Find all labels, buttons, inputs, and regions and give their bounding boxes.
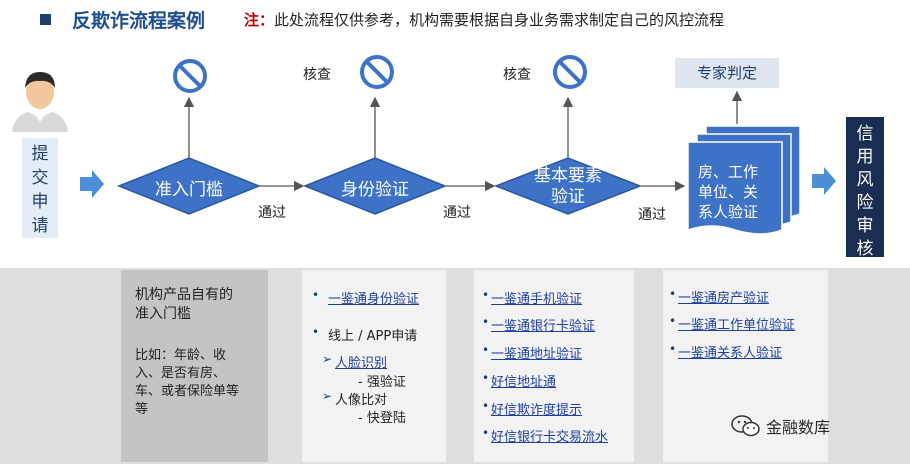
- prohibited-icon: [173, 59, 207, 93]
- link-haoxin-fraud[interactable]: 好信欺诈度提示: [491, 403, 583, 418]
- link-property-verification[interactable]: 一鉴通房产验证: [678, 291, 770, 306]
- link-bankcard-verification[interactable]: 一鉴通银行卡验证: [491, 319, 596, 334]
- arrow-right-icon: [80, 170, 104, 198]
- link-workplace-verification[interactable]: 一鉴通工作单位验证: [678, 318, 796, 333]
- check-label: 核查: [503, 67, 531, 83]
- bullet-icon: •: [482, 371, 490, 385]
- link-haoxin-bank-flow[interactable]: 好信银行卡交易流水: [491, 430, 609, 445]
- stage-basic-element-verification: 基本要素验证: [534, 166, 602, 207]
- person-icon: [12, 72, 68, 132]
- stage-property-work-contact-verification: 房、工作单位、关系人验证: [698, 163, 759, 221]
- identity-details-column: • 一鉴通身份验证 • 线上 / APP申请 ➢ 人脸识别 - 强验证 ➢ 人像…: [302, 270, 446, 462]
- diamond-stage-2: [302, 157, 448, 215]
- bullet-icon: •: [482, 288, 490, 302]
- bullet-icon: •: [669, 314, 677, 328]
- link-face-recognition[interactable]: 人脸识别: [335, 356, 388, 371]
- link-address-verification[interactable]: 一鉴通地址验证: [491, 347, 583, 362]
- stage-identity-verification: 身份验证: [341, 180, 409, 200]
- note-label: 注：: [244, 11, 275, 29]
- prohibited-icon: [360, 55, 394, 89]
- pass-label: 通过: [443, 205, 471, 221]
- bullet-icon: •: [669, 342, 677, 356]
- flow-diagram: [80, 55, 836, 235]
- bullet-icon: •: [482, 426, 490, 440]
- prohibited-icon: [553, 55, 587, 89]
- note-text: 此处流程仅供参考，机构需要根据自身业务需求制定自己的风控流程: [274, 11, 725, 29]
- credit-risk-review-box: 信用风险审核: [846, 117, 884, 259]
- diamond-stage-3: [493, 157, 643, 215]
- submit-application-label: 提交申请: [22, 138, 58, 238]
- bullet-icon: •: [312, 325, 320, 339]
- expert-judgment-box: 专家判定: [675, 58, 779, 88]
- arrow-right-icon: [812, 167, 836, 195]
- admission-details-column: 机构产品自有的 准入门槛 比如：年龄、收 入、是否有房、 车、或者保险单等 等: [121, 270, 268, 462]
- stage-admission-threshold: 准入门槛: [155, 180, 223, 200]
- pass-label: 通过: [258, 205, 286, 221]
- link-phone-verification[interactable]: 一鉴通手机验证: [491, 292, 583, 307]
- arrow-bullet-icon: ➢: [322, 352, 333, 366]
- wechat-icon: [731, 415, 760, 437]
- bullet-icon: •: [482, 399, 490, 413]
- page-title: 反欺诈流程案例: [72, 10, 206, 32]
- watermark-text: 金融数库: [766, 418, 831, 437]
- basic-elements-column: • 一鉴通手机验证 • 一鉴通银行卡验证 • 一鉴通地址验证 • 好信地址通 •…: [474, 270, 634, 462]
- arrow-bullet-icon: ➢: [322, 389, 333, 403]
- document-stack-icon: [687, 125, 801, 235]
- bullet-icon: •: [482, 315, 490, 329]
- bullet-icon: •: [482, 343, 490, 357]
- check-label: 核查: [303, 67, 331, 83]
- link-identity-verification[interactable]: 一鉴通身份验证: [328, 292, 420, 307]
- diamond-stage-1: [116, 157, 262, 215]
- bullet-icon: •: [669, 287, 677, 301]
- pass-label: 通过: [638, 207, 666, 223]
- header-note: 注：此处流程仅供参考，机构需要根据自身业务需求制定自己的风控流程: [244, 9, 724, 30]
- bullet-square-icon: [40, 14, 51, 25]
- bullet-icon: •: [312, 288, 320, 302]
- link-contact-verification[interactable]: 一鉴通关系人验证: [678, 346, 783, 361]
- link-haoxin-address[interactable]: 好信地址通: [491, 375, 557, 390]
